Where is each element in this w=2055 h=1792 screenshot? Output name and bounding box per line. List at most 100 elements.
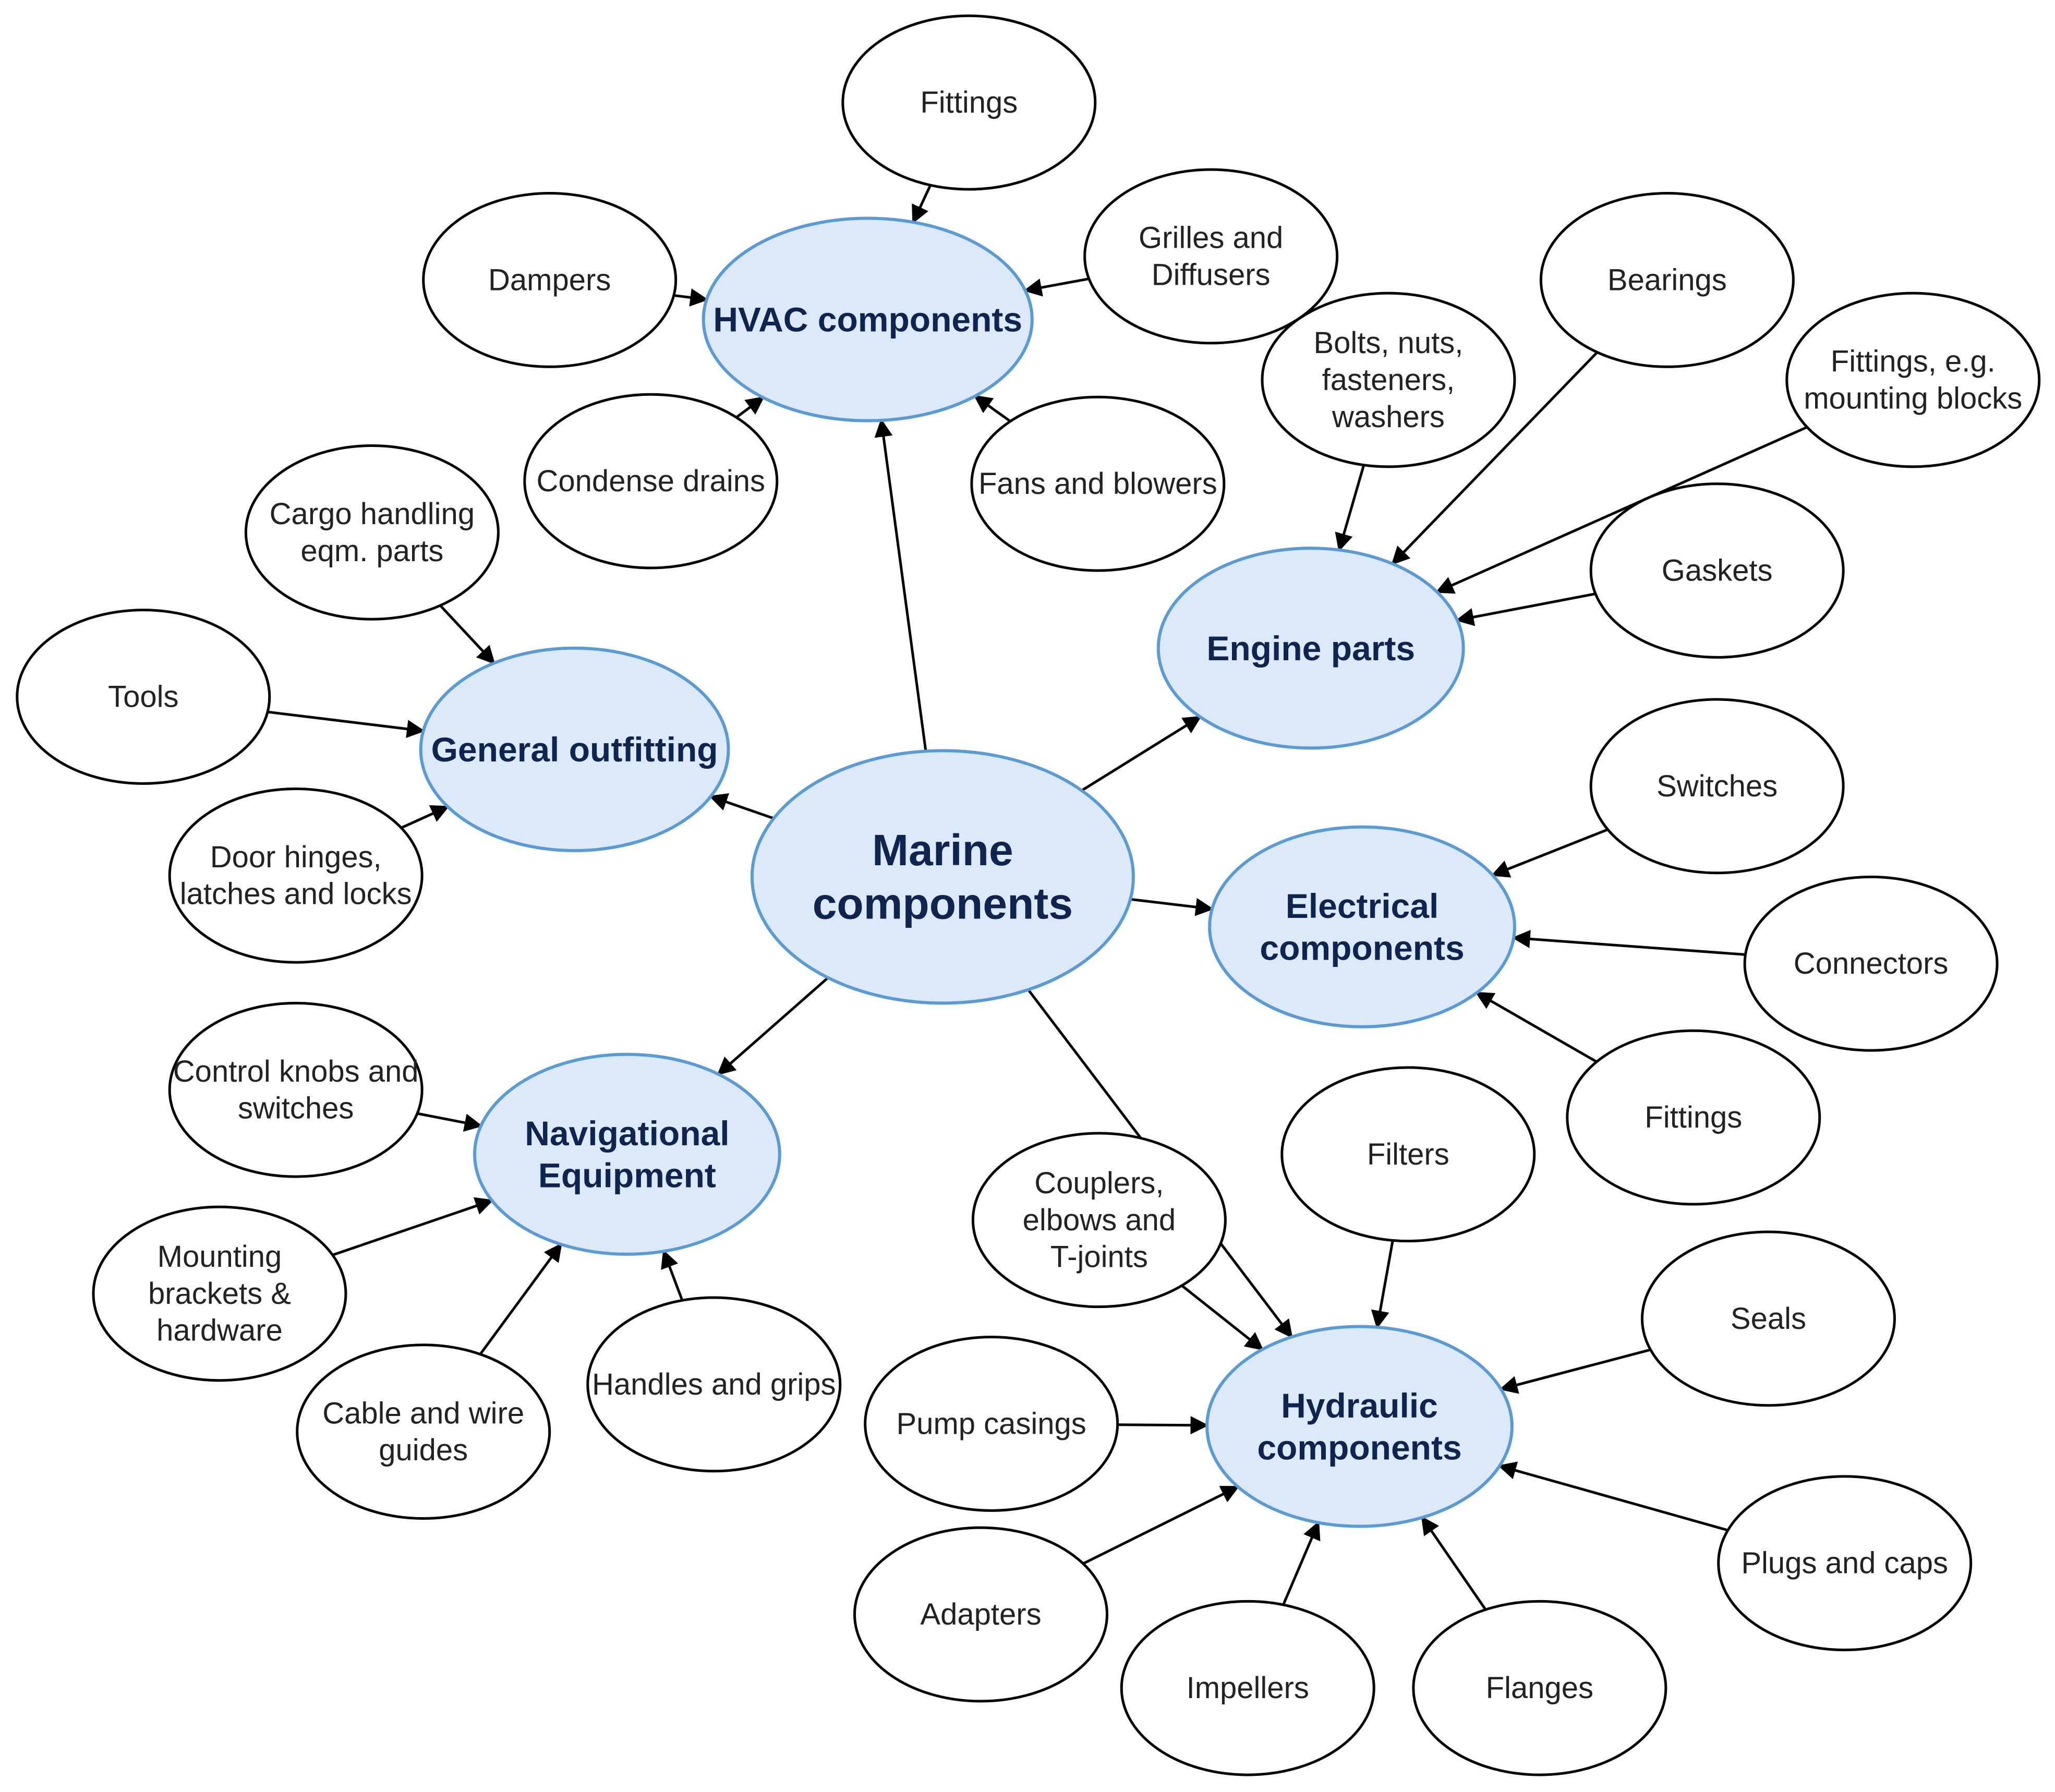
category-node-engine: Engine parts [1156, 547, 1465, 750]
leaf-node-fans-shape [970, 395, 1226, 572]
leaf-node-pump-casings-shape [864, 1336, 1119, 1512]
edge-tools-to-general [267, 710, 426, 738]
edge-fans-to-hvac [973, 395, 1011, 422]
edge-door-hinges-to-general [401, 805, 450, 829]
leaf-node-condense-drains-shape [523, 393, 779, 570]
edge-switches-to-electrical [1491, 828, 1609, 878]
leaf-node-bolts-label-line: fasteners, [1322, 363, 1455, 397]
leaf-node-hvac-fittings-label-line: Fittings [920, 86, 1018, 119]
leaf-node-tools-label-line: Tools [108, 680, 178, 714]
leaf-node-couplers-label-line: T-joints [1050, 1240, 1148, 1274]
category-node-engine-shape [1156, 547, 1465, 750]
edge-impellers-to-hydraulic [1282, 1521, 1321, 1606]
edge-plugs-to-hydraulic [1497, 1461, 1728, 1532]
edge-couplers-to-hydraulic [1181, 1285, 1264, 1351]
leaf-node-pump-casings-label-line: Pump casings [897, 1407, 1086, 1441]
leaf-node-fans-label-line: Fans and blowers [978, 467, 1217, 501]
edge-root-to-electrical [1130, 898, 1214, 916]
leaf-node-engine-fittings-label-line: Fittings, e.g. [1831, 345, 1996, 379]
leaf-node-control-knobs-label-line: Control knobs and [173, 1055, 419, 1088]
leaf-node-cargo-label-line: eqm. parts [300, 534, 443, 568]
leaf-node-bearings-shape [1539, 192, 1795, 368]
edge-flanges-to-hydraulic [1421, 1516, 1487, 1611]
leaf-node-adapters-label-line: Adapters [920, 1597, 1041, 1631]
edge-grilles-to-hvac [1023, 277, 1090, 297]
leaf-node-electrical-fittings-shape [1566, 1029, 1821, 1206]
edge-handles-to-navigational [661, 1249, 684, 1301]
edge-bearings-to-engine [1391, 351, 1599, 565]
leaf-node-engine-fittings: Fittings, e.g.mounting blocks [1785, 292, 2041, 468]
leaf-node-bolts-label-line: washers [1332, 400, 1445, 434]
leaf-node-fans: Fans and blowers [970, 395, 1226, 572]
category-node-hydraulic-shape [1205, 1325, 1514, 1528]
leaf-node-door-hinges: Door hinges,latches and locks [168, 787, 424, 964]
leaf-node-switches-shape [1589, 698, 1845, 875]
leaf-node-electrical-fittings: Fittings [1566, 1029, 1821, 1206]
category-node-navigational-shape [473, 1052, 781, 1256]
edge-gaskets-to-engine [1455, 592, 1596, 626]
leaf-node-door-hinges-label-line: latches and locks [180, 877, 412, 911]
leaf-node-grilles-shape [1083, 168, 1339, 345]
leaf-node-engine-fittings-shape [1785, 292, 2041, 468]
edge-root-to-navigational [717, 976, 829, 1075]
leaf-node-cargo-label-line: Cargo handling [270, 497, 475, 531]
leaf-node-flanges: Flanges [1412, 1600, 1667, 1776]
leaf-node-seals-label-line: Seals [1731, 1302, 1806, 1336]
leaf-node-door-hinges-label-line: Door hinges, [210, 840, 382, 874]
leaf-node-adapters-shape [853, 1526, 1109, 1703]
edge-engine-fittings-to-engine [1435, 426, 1808, 594]
leaf-node-couplers-shape [971, 1132, 1227, 1309]
edge-root-to-general [709, 793, 775, 820]
leaf-node-condense-drains-label-line: Condense drains [537, 464, 766, 498]
edge-dampers-to-hvac [673, 288, 709, 307]
edge-condense-drains-to-hvac [735, 396, 765, 419]
leaf-node-flanges-shape [1412, 1600, 1667, 1776]
leaf-node-plugs-shape [1717, 1475, 1973, 1652]
leaf-node-mounting-brackets-shape [92, 1205, 347, 1382]
edge-cargo-to-general [439, 604, 495, 665]
edge-filters-to-hydraulic [1371, 1240, 1394, 1329]
category-node-general-shape [419, 646, 730, 852]
category-node-electrical-shape [1208, 825, 1516, 1028]
leaf-node-electrical-fittings-label-line: Fittings [1645, 1100, 1742, 1134]
leaf-node-dampers: Dampers [422, 192, 678, 368]
leaf-node-bolts-label-line: Bolts, nuts, [1313, 326, 1463, 360]
leaf-node-cable-guides-label-line: guides [379, 1433, 468, 1467]
leaf-node-connectors-shape [1743, 875, 1999, 1052]
leaf-node-impellers-label-line: Impellers [1187, 1671, 1309, 1705]
leaf-node-hvac-fittings: Fittings [841, 14, 1097, 191]
leaf-node-connectors: Connectors [1743, 875, 1999, 1052]
edge-cable-guides-to-navigational [479, 1243, 562, 1355]
leaf-node-grilles-label-line: Grilles and [1139, 221, 1283, 255]
leaf-node-tools: Tools [16, 609, 271, 785]
leaf-node-cable-guides-shape [296, 1343, 551, 1520]
root-node-marine-components-label-line: components [813, 879, 1073, 928]
category-node-hydraulic-label-line: Hydraulic [1281, 1386, 1438, 1425]
edge-root-to-hvac [874, 418, 927, 752]
edge-root-to-engine [1081, 716, 1202, 792]
edge-adapters-to-hydraulic [1082, 1485, 1240, 1565]
category-node-hvac-shape [702, 216, 1034, 422]
leaf-node-door-hinges-shape [168, 787, 424, 964]
leaf-node-dampers-shape [422, 192, 678, 368]
leaf-node-engine-fittings-label-line: mounting blocks [1804, 381, 2022, 415]
edge-control-knobs-to-navigational [417, 1112, 483, 1132]
edge-mounting-brackets-to-navigational [332, 1197, 494, 1256]
leaf-node-seals: Seals [1640, 1230, 1896, 1407]
category-node-navigational-label-line: Equipment [538, 1156, 716, 1195]
leaf-node-filters-shape [1280, 1066, 1536, 1243]
category-node-electrical-label-line: Electrical [1286, 887, 1439, 925]
leaf-node-switches-label-line: Switches [1657, 769, 1778, 803]
category-node-general-label-line: General outfitting [431, 730, 718, 769]
leaf-node-control-knobs-shape [168, 1001, 424, 1178]
leaf-node-cargo-shape [244, 444, 500, 621]
leaf-node-gaskets-shape [1589, 482, 1845, 659]
leaf-node-plugs-label-line: Plugs and caps [1741, 1546, 1948, 1580]
root-node-marine-components-shape [750, 749, 1135, 1005]
